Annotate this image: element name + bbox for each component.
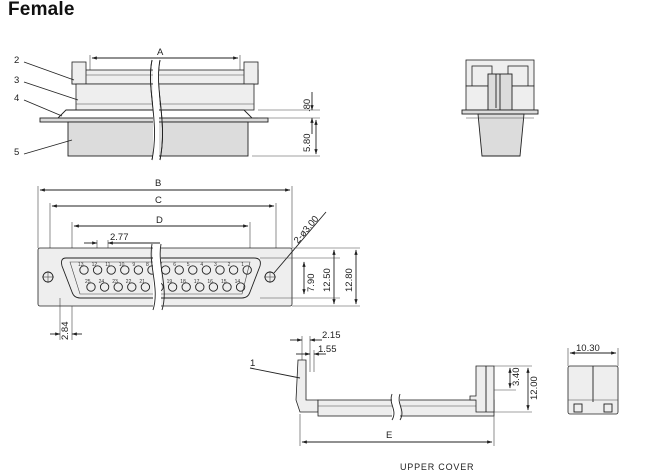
side-view: A .80 5.80 2 3 — [14, 47, 320, 161]
pin-socket — [228, 265, 239, 275]
pin-socket — [99, 282, 110, 292]
dim-b-label: B — [155, 178, 161, 189]
pin-socket — [133, 265, 144, 275]
pin-number: 22 — [126, 279, 132, 285]
pin-number: 14 — [235, 279, 241, 285]
part-2-label: 2 — [14, 55, 19, 66]
v284-label: 2.84 — [60, 322, 71, 341]
pin-socket — [167, 282, 178, 292]
pitch-label: 2.77 — [110, 232, 129, 243]
pin-socket — [181, 282, 191, 292]
d1200-label: 12.00 — [529, 376, 540, 400]
d1030-label: 10.30 — [576, 343, 600, 354]
pin-number: 15 — [221, 279, 227, 285]
pin-socket — [79, 265, 89, 275]
pin-number: 23 — [112, 279, 118, 285]
pin-socket — [195, 282, 205, 292]
pin-number: 19 — [167, 279, 173, 285]
pin-socket — [201, 265, 212, 275]
pin-number: 16 — [207, 279, 213, 285]
pin-number: 24 — [99, 279, 105, 285]
d340-label: 3.40 — [511, 368, 522, 387]
h1250-label: 12.50 — [322, 268, 333, 292]
pin-socket — [208, 282, 219, 292]
pin-number: 13 — [78, 262, 84, 268]
page-title: Female — [8, 0, 75, 20]
pin-socket — [120, 265, 130, 275]
pin-socket — [215, 265, 225, 275]
caption-upper-cover: UPPER COVER — [400, 462, 474, 472]
pin-number: 17 — [194, 279, 200, 285]
pin-socket — [242, 265, 252, 275]
pin-number: 18 — [180, 279, 186, 285]
pin-number: 5 — [187, 262, 190, 268]
dim-80-label: .80 — [302, 99, 313, 112]
pin-number: 1 — [241, 262, 244, 268]
pin-number: 10 — [119, 262, 125, 268]
pin-number: 12 — [92, 262, 98, 268]
part-3-label: 3 — [14, 75, 19, 86]
part-1-label: 1 — [250, 358, 255, 369]
pin-socket — [92, 265, 103, 275]
pin-socket — [140, 282, 151, 292]
pin-number: 9 — [132, 262, 135, 268]
dim-e-label: E — [386, 430, 392, 441]
pin-socket — [113, 282, 123, 292]
pin-number: 11 — [105, 262, 110, 268]
part-4-label: 4 — [14, 93, 19, 104]
pin-number: 3 — [214, 262, 217, 268]
d155-label: 1.55 — [318, 344, 337, 355]
pin-number: 8 — [146, 262, 149, 268]
pin-number: 6 — [173, 262, 176, 268]
d215-label: 2.15 — [322, 330, 341, 341]
h790-label: 7.90 — [306, 274, 317, 293]
dim-d-label: D — [156, 215, 163, 226]
pin-number: 4 — [200, 262, 203, 268]
end-view — [461, 59, 539, 157]
pin-socket — [235, 282, 246, 292]
upper-cover-view: 2.15 1.55 1 3.40 12.00 E UPPER COVER — [249, 330, 619, 472]
pin-socket — [106, 265, 116, 275]
h1280-label: 12.80 — [344, 268, 355, 292]
dim-580-label: 5.80 — [302, 134, 313, 153]
hole-label: 2-ø3.00 — [292, 214, 321, 246]
pin-socket — [174, 265, 184, 275]
pin-number: 25 — [85, 279, 91, 285]
dim-c-label: C — [155, 195, 162, 206]
dim-a-label: A — [157, 47, 164, 58]
pin-socket — [127, 282, 137, 292]
pin-socket — [188, 265, 198, 275]
front-view: B C D 2.77 13121110987654321252423222120… — [37, 178, 360, 341]
pin-socket — [86, 282, 96, 292]
part-5-label: 5 — [14, 147, 19, 158]
pin-number: 2 — [228, 262, 231, 268]
pin-socket — [222, 282, 232, 292]
pin-number: 21 — [139, 279, 145, 285]
